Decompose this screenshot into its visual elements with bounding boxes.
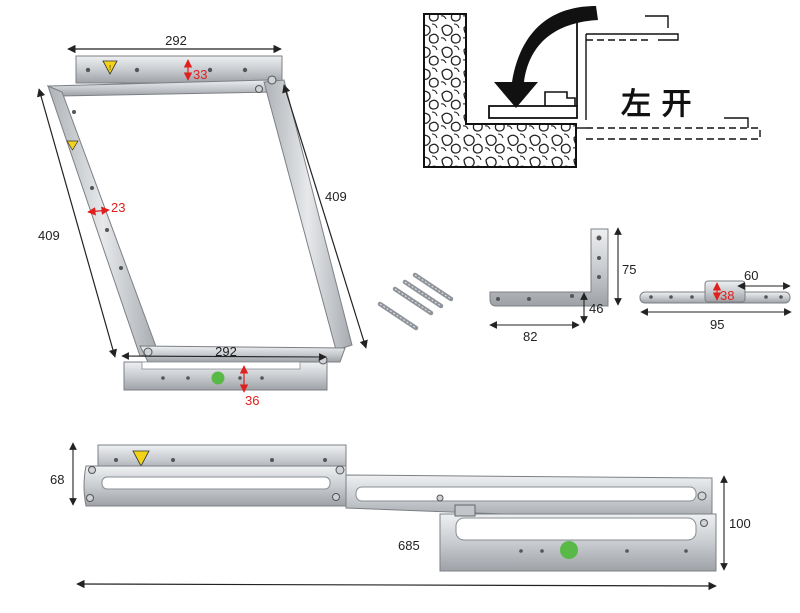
right-length-label: 409 bbox=[325, 189, 347, 204]
warning-triangle-icon: ! bbox=[102, 60, 118, 75]
l-bracket: 75 82 46 bbox=[489, 227, 636, 344]
cabinet-wall bbox=[423, 13, 577, 168]
screws bbox=[377, 272, 454, 331]
plate-width-label: 95 bbox=[710, 317, 724, 332]
top-mounting-plate bbox=[75, 55, 283, 84]
bracket-vertical-label: 75 bbox=[622, 262, 636, 277]
top-height-label: 33 bbox=[193, 67, 207, 82]
open-hinge-assembly: 68 100 685 bbox=[50, 442, 751, 591]
bracket-horizontal-label: 82 bbox=[523, 329, 537, 344]
svg-text:!: ! bbox=[109, 64, 112, 72]
closed-hinge-assembly: ! 292 33 409 409 23 292 bbox=[37, 33, 368, 408]
green-badge-icon bbox=[211, 371, 225, 385]
open-depth-label: 100 bbox=[729, 516, 751, 531]
plate-offset-label: 60 bbox=[744, 268, 758, 283]
open-length-label: 685 bbox=[398, 538, 420, 553]
open-height-label: 68 bbox=[50, 472, 64, 487]
left-open-label: 左 开 bbox=[621, 87, 691, 122]
top-width-label: 292 bbox=[165, 33, 187, 48]
bottom-width-label: 292 bbox=[215, 344, 237, 359]
flat-plate: 60 38 95 bbox=[639, 268, 792, 332]
left-open-schematic: 左 开 bbox=[423, 6, 761, 168]
plate-height-label: 38 bbox=[720, 288, 734, 303]
bottom-arm bbox=[139, 345, 346, 363]
right-arm bbox=[263, 79, 353, 351]
green-badge-icon bbox=[560, 541, 578, 559]
side-width-label: 23 bbox=[111, 200, 125, 215]
warning-triangle-icon bbox=[132, 450, 150, 467]
bracket-short-label: 46 bbox=[589, 301, 603, 316]
curved-arrow-icon bbox=[494, 6, 598, 108]
bottom-height-label: 36 bbox=[245, 393, 259, 408]
left-length-dimension-line bbox=[37, 88, 117, 358]
left-length-label: 409 bbox=[38, 228, 60, 243]
